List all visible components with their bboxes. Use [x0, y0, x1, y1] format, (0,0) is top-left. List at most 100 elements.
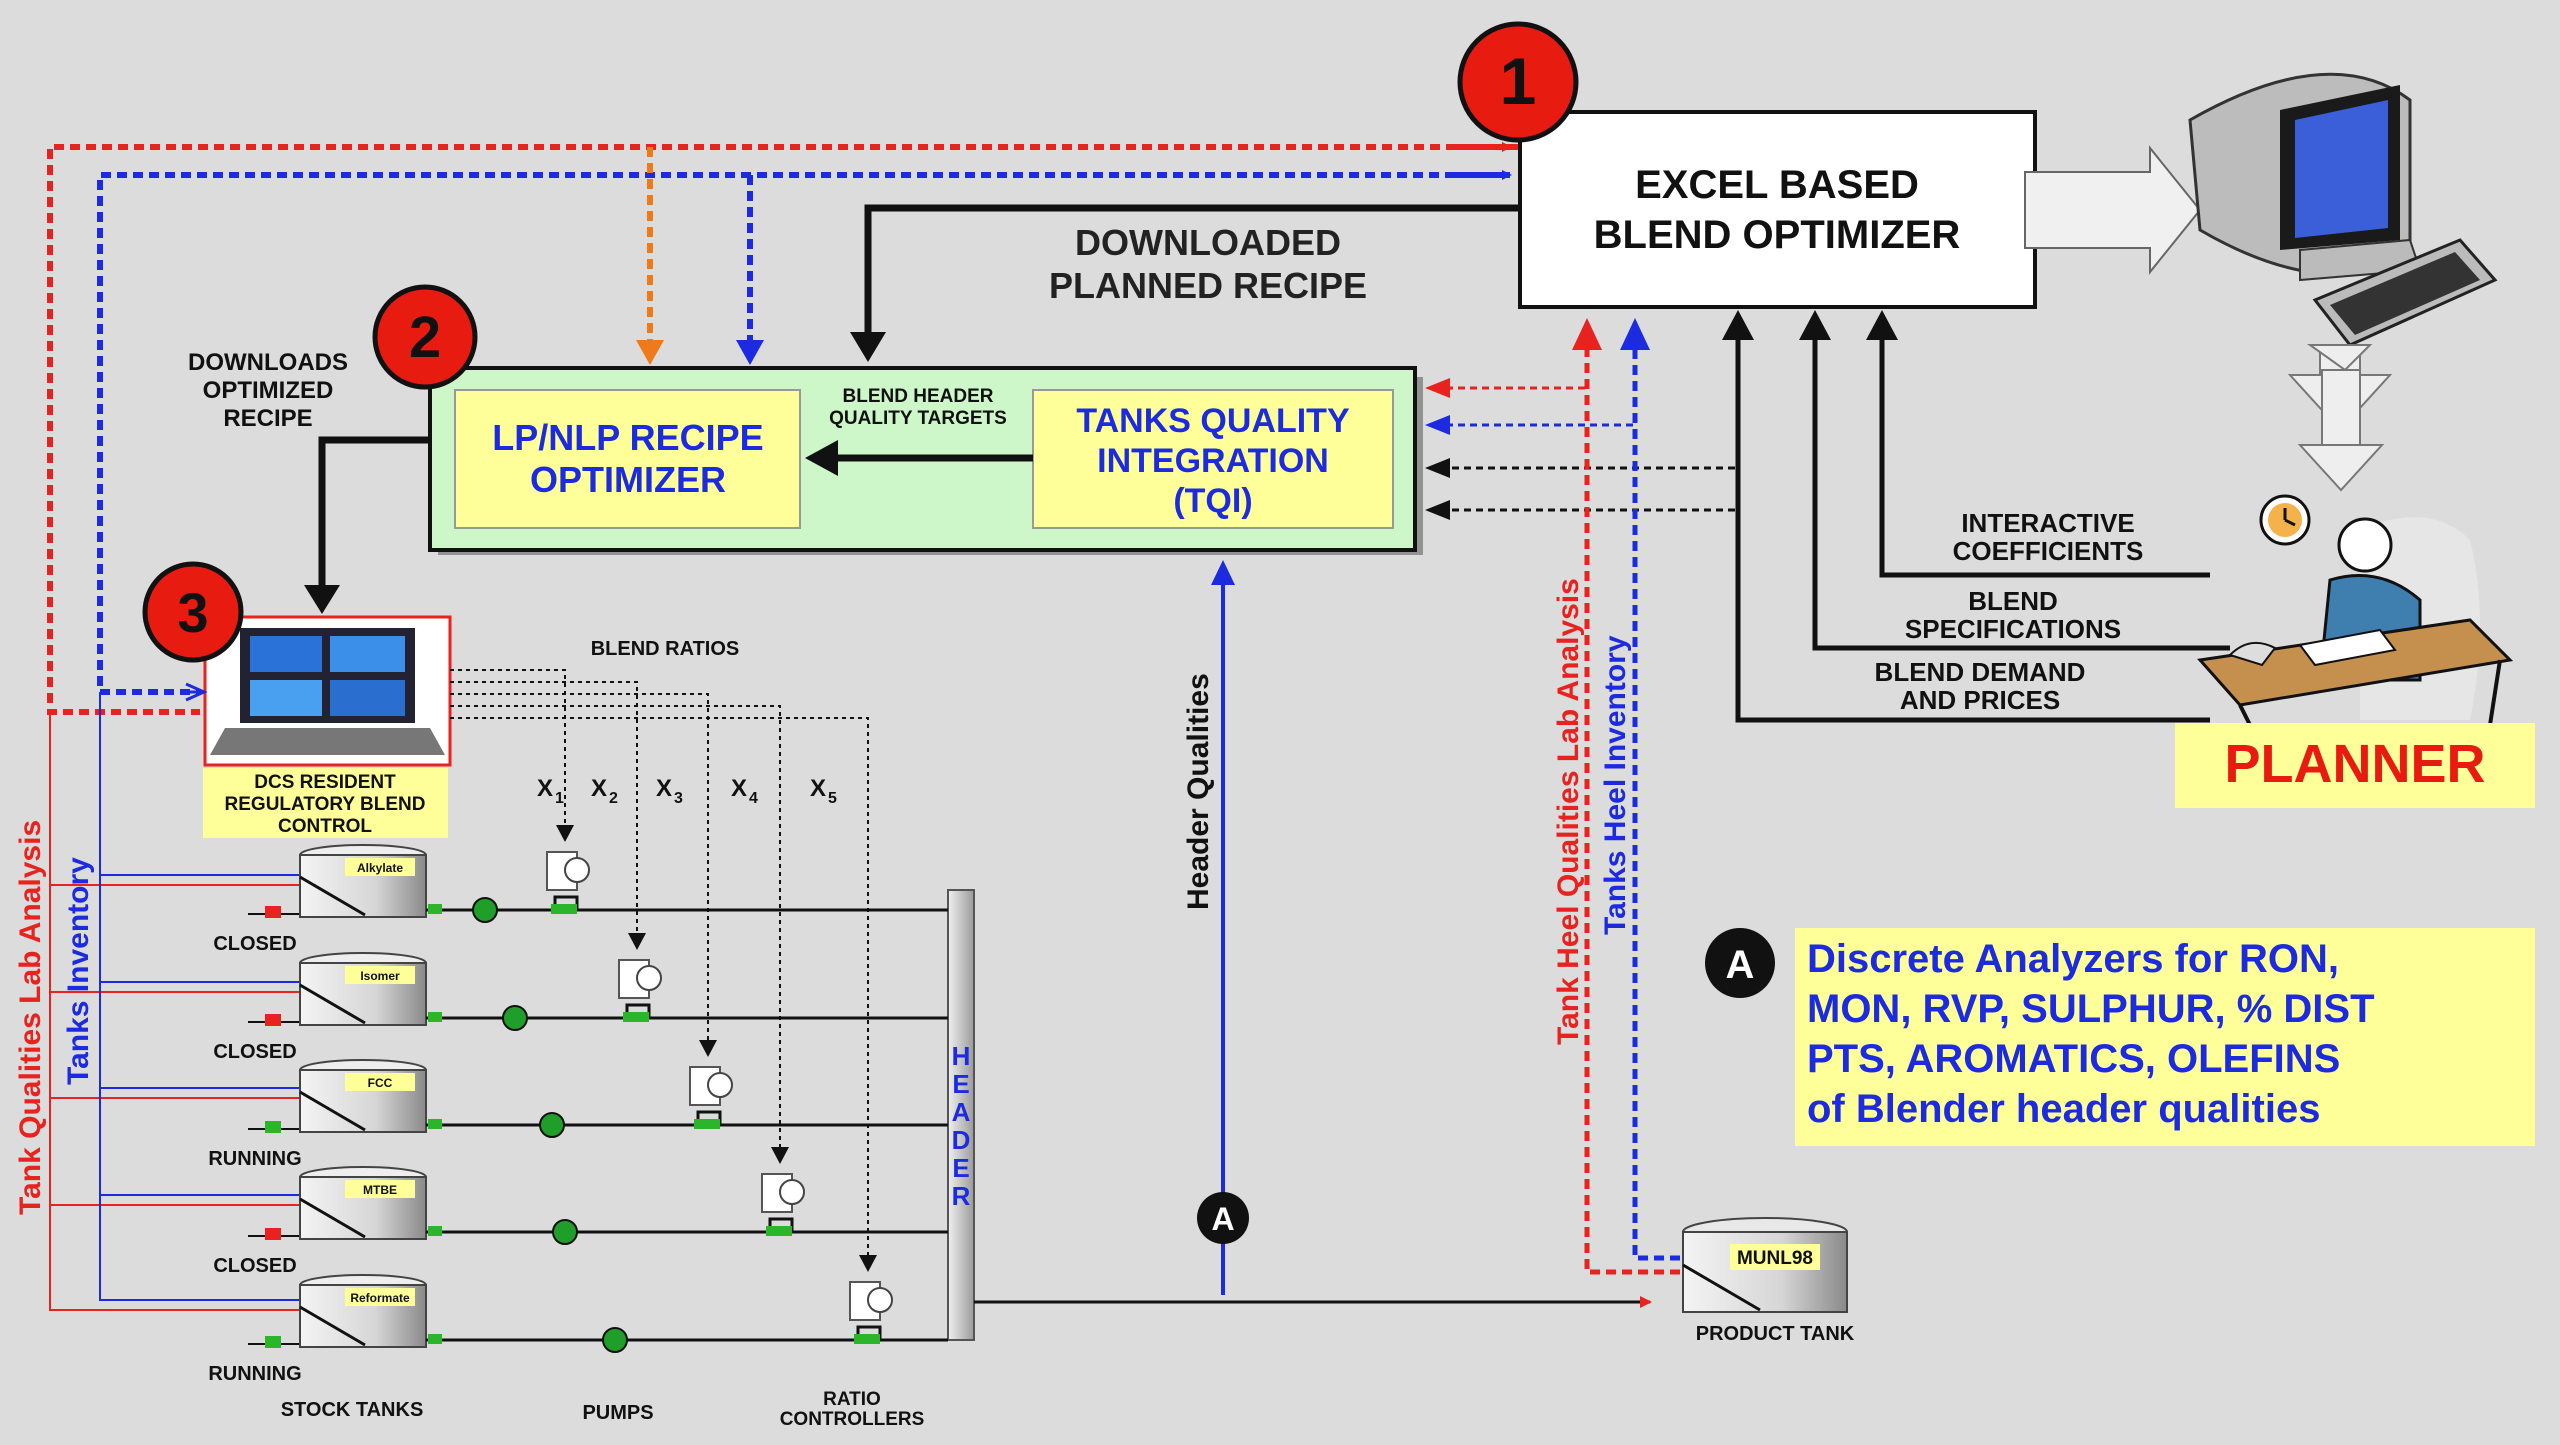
downloads-line1: DOWNLOADS	[188, 349, 348, 376]
tank-heel-qualities-label: Tank Heel Qualities Lab Analysis	[1552, 578, 1585, 1045]
tank-name: Alkylate	[357, 861, 403, 875]
tank-name: Isomer	[360, 969, 400, 983]
lp-line2: OPTIMIZER	[530, 459, 726, 500]
badge-1: 1	[1457, 21, 1579, 143]
optimizer-line2: BLEND OPTIMIZER	[1594, 213, 1961, 257]
tank-status: RUNNING	[208, 1148, 301, 1170]
dcs-control: DCS RESIDENT REGULATORY BLEND CONTROL	[203, 615, 452, 838]
pump-icon	[602, 1327, 628, 1353]
tqi-line1: TANKS QUALITY	[1076, 402, 1350, 440]
badge-3: 3	[142, 561, 244, 663]
controller-valve-icon	[636, 965, 662, 991]
ratio-line2-label: CONTROLLERS	[780, 1409, 925, 1430]
downloads-line2: OPTIMIZED	[203, 377, 334, 404]
dcs-line2: REGULATORY BLEND	[225, 794, 426, 815]
controller-valve-icon	[867, 1287, 893, 1313]
header-letter: H	[952, 1041, 971, 1071]
analyzer-note: A Discrete Analyzers for RON, MON, RVP, …	[1705, 928, 2535, 1146]
optimizer-line1: EXCEL BASED	[1635, 163, 1919, 207]
downloads-line3: RECIPE	[223, 405, 312, 432]
tank-valve-icon	[265, 1336, 281, 1348]
targets-line2: QUALITY TARGETS	[829, 408, 1007, 429]
interactive-line1: INTERACTIVE	[1961, 508, 2134, 538]
ratio-x: X	[810, 775, 826, 802]
header-letter: A	[952, 1097, 971, 1127]
pumps-label: PUMPS	[582, 1402, 653, 1424]
pump-icon	[539, 1112, 565, 1138]
product-tank: MUNL98 PRODUCT TANK	[1682, 1217, 1855, 1345]
tanks-inventory-label: Tanks Inventory	[62, 857, 95, 1085]
product-tank-label: PRODUCT TANK	[1696, 1323, 1855, 1345]
header-letter: R	[952, 1181, 971, 1211]
lp-line1: LP/NLP RECIPE	[492, 417, 763, 458]
pump-icon	[552, 1219, 578, 1245]
tanks-heel-inventory-label: Tanks Heel Inventory	[1599, 635, 1632, 935]
tank-qualities-label: Tank Qualities Lab Analysis	[14, 820, 47, 1215]
header-letter: E	[952, 1153, 969, 1183]
ratio-subscript: 3	[674, 790, 683, 807]
planner-person-icon	[2197, 494, 2514, 726]
header-letter: D	[952, 1125, 971, 1155]
controller-valve-icon	[779, 1179, 805, 1205]
ratio-subscript: 1	[555, 790, 564, 807]
tank-name: Reformate	[350, 1291, 410, 1305]
ratio-x: X	[731, 775, 747, 802]
planner-label: PLANNER	[2224, 734, 2485, 794]
analyzer-line1: Discrete Analyzers for RON,	[1807, 937, 2339, 981]
downloaded-line1: DOWNLOADED	[1075, 222, 1341, 263]
ratio-line1-label: RATIO	[823, 1389, 881, 1410]
stock-tanks-label: STOCK TANKS	[281, 1399, 424, 1421]
analyzer-note-marker: A	[1726, 943, 1755, 987]
excel-blend-optimizer: EXCEL BASED BLEND OPTIMIZER	[1518, 110, 2037, 309]
targets-line1: BLEND HEADER	[843, 386, 994, 407]
blend-ratios-label: BLEND RATIOS	[591, 638, 740, 660]
downloaded-line2: PLANNED RECIPE	[1049, 265, 1367, 306]
specs-line2: SPECIFICATIONS	[1905, 614, 2121, 644]
tqi-line3: (TQI)	[1173, 482, 1252, 520]
demand-line2: AND PRICES	[1900, 685, 2060, 715]
pump-icon	[502, 1005, 528, 1031]
tank-valve-icon	[265, 1014, 281, 1026]
ratio-x: X	[591, 775, 607, 802]
tqi-line2: INTEGRATION	[1097, 442, 1329, 480]
controller-valve-icon	[707, 1072, 733, 1098]
product-tank-name: MUNL98	[1737, 1248, 1813, 1269]
tank-status: CLOSED	[213, 1041, 296, 1063]
demand-line1: BLEND DEMAND	[1875, 657, 2086, 687]
badge-3-number: 3	[177, 581, 208, 644]
interactive-line2: COEFFICIENTS	[1953, 536, 2144, 566]
tank-name: MTBE	[363, 1183, 397, 1197]
analyzer-line3: PTS, AROMATICS, OLEFINS	[1807, 1037, 2340, 1081]
dcs-line3: CONTROL	[278, 816, 372, 837]
dcs-line1: DCS RESIDENT	[254, 772, 396, 793]
tank-status: CLOSED	[213, 933, 296, 955]
blend-header: HEADER	[947, 889, 975, 1341]
tank-valve-icon	[265, 1121, 281, 1133]
tank-valve-icon	[265, 1228, 281, 1240]
right-input-arrows	[1425, 378, 1735, 520]
ratio-subscript: 2	[609, 790, 618, 807]
badge-1-number: 1	[1500, 44, 1537, 118]
pump-icon	[472, 897, 498, 923]
ratio-x: X	[656, 775, 672, 802]
tank-valve-icon	[265, 906, 281, 918]
planner-input-arrows: INTERACTIVE COEFFICIENTS BLEND SPECIFICA…	[1722, 310, 2230, 723]
ratio-subscript: 5	[828, 790, 837, 807]
badge-2: 2	[372, 284, 478, 390]
header-letter: E	[952, 1069, 969, 1099]
header-qualities-label: Header Qualities	[1182, 673, 1215, 910]
analyzer-line2: MON, RVP, SULPHUR, % DIST	[1807, 987, 2375, 1031]
analyzer-marker-a: A	[1197, 1192, 1249, 1244]
